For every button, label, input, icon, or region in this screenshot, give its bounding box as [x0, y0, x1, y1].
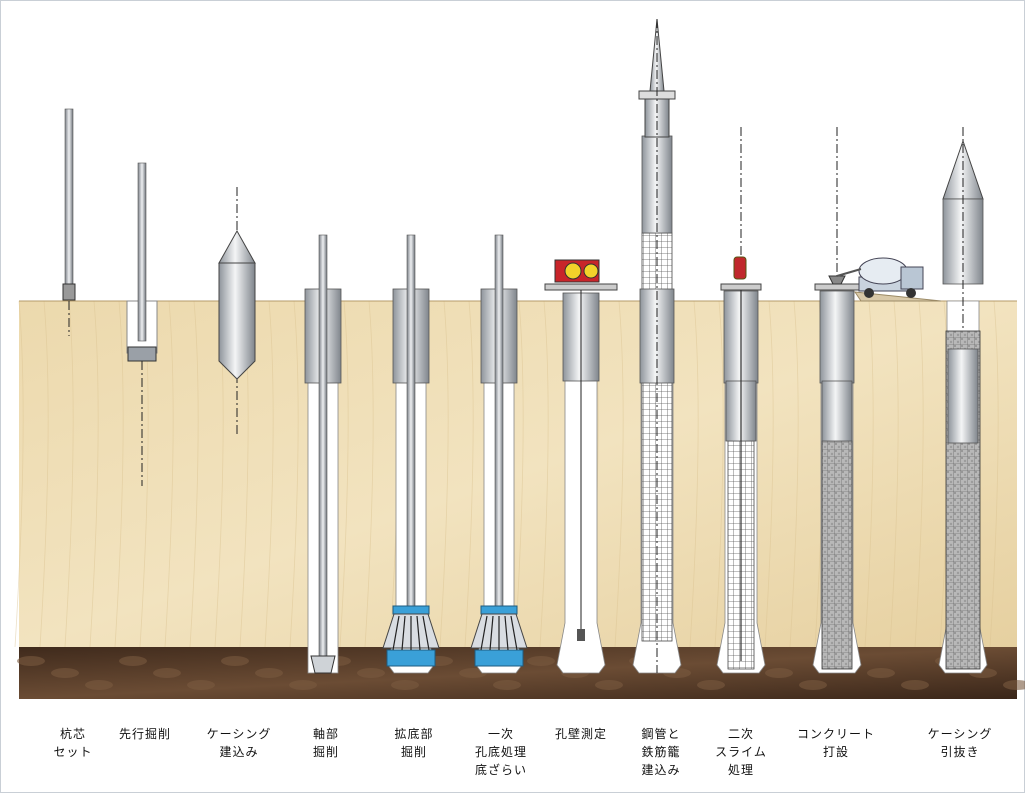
step-10-concrete-placement [812, 127, 942, 674]
step-label-pre-excavation: 先行掘削 [118, 727, 171, 741]
kelly-bar [137, 162, 147, 342]
mixer-truck [836, 257, 942, 302]
truck-cab [900, 266, 924, 290]
step-3-casing-install [218, 187, 256, 437]
hopper-platform [814, 283, 860, 291]
slime-pump [733, 256, 747, 280]
auger-head [127, 346, 157, 362]
mixer-drum [858, 257, 908, 285]
measuring-reel [564, 262, 582, 280]
step-4-shaft-excavation [304, 234, 342, 674]
kelly-bar [494, 234, 504, 607]
step-9-secondary-slime [716, 127, 766, 674]
step-6-primary-bottom-cleaning [470, 234, 528, 674]
step-label-primary-bottom-cleaning: 一次 孔底処理 底ざらい [474, 727, 527, 777]
step-label-shaft-excavation: 軸部 掘削 [312, 727, 339, 759]
drill-tip [62, 283, 76, 301]
truck-wheel [864, 288, 874, 298]
step-label-concrete-placement: コンクリート 打設 [796, 727, 875, 759]
casing [947, 348, 979, 444]
bell-bucket [470, 605, 528, 667]
concrete-column [821, 440, 853, 670]
step-7-wall-measurement [544, 259, 618, 674]
step-label-casing-extraction: ケーシング 引抜き [927, 727, 993, 759]
casing-head [218, 229, 256, 264]
casing [821, 380, 853, 442]
step-label-bell-excavation: 拡底部 掘削 [394, 727, 434, 759]
measuring-probe [577, 629, 585, 641]
tremie-platform [720, 283, 762, 291]
process-steps [62, 18, 988, 674]
chute [836, 268, 862, 277]
concrete-hopper [828, 275, 846, 285]
step-1-pile-center-set [62, 108, 76, 336]
step-5-bell-excavation [382, 234, 440, 674]
casing [218, 262, 256, 380]
kelly-bar [318, 234, 328, 657]
bell-bucket [382, 605, 440, 667]
step-label-secondary-slime: 二次 スライム 処理 [715, 727, 767, 777]
step-label-pile-center-set: 杭芯 セット [53, 727, 93, 759]
ramp [853, 291, 942, 302]
step-label-steel-cage-install: 鋼管と 鉄筋籠 建込み [641, 727, 681, 777]
step-11-casing-extraction [938, 127, 988, 674]
step-8-steel-cage-install [632, 18, 682, 674]
step-label-casing-install: ケーシング 建込み [206, 727, 272, 759]
measuring-reel [583, 263, 599, 279]
truck-wheel [906, 288, 916, 298]
kelly-bar [64, 108, 74, 292]
step-label-wall-measurement: 孔壁測定 [554, 727, 607, 741]
measuring-platform [544, 283, 618, 291]
casing [819, 290, 855, 384]
drill-bucket [310, 655, 336, 674]
step-2-pre-excavation [126, 162, 158, 486]
kelly-bar [406, 234, 416, 607]
